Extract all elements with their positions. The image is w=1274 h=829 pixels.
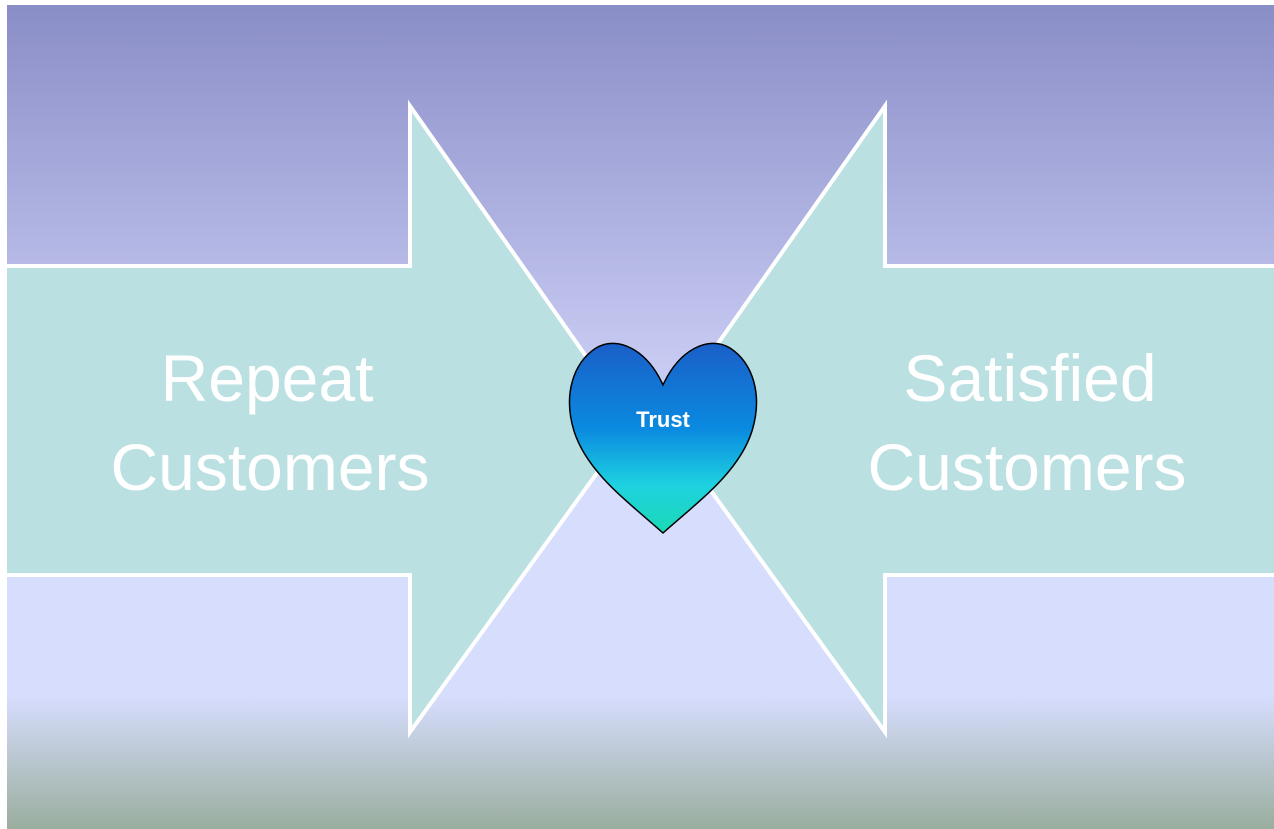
left-arrow-label-line2: Customers xyxy=(110,430,429,504)
right-arrow xyxy=(659,99,1274,739)
trust-label: Trust xyxy=(636,407,690,432)
left-arrow-label-line1: Repeat xyxy=(161,341,374,415)
left-arrow xyxy=(7,99,636,739)
right-arrow-label-line1: Satisfied xyxy=(903,341,1156,415)
diagram-slide: Repeat Customers Satisfied Customers Tru… xyxy=(7,5,1274,829)
heart-icon xyxy=(568,342,758,535)
right-arrow-label-line2: Customers xyxy=(867,430,1186,504)
diagram-canvas: Repeat Customers Satisfied Customers Tru… xyxy=(7,5,1274,829)
